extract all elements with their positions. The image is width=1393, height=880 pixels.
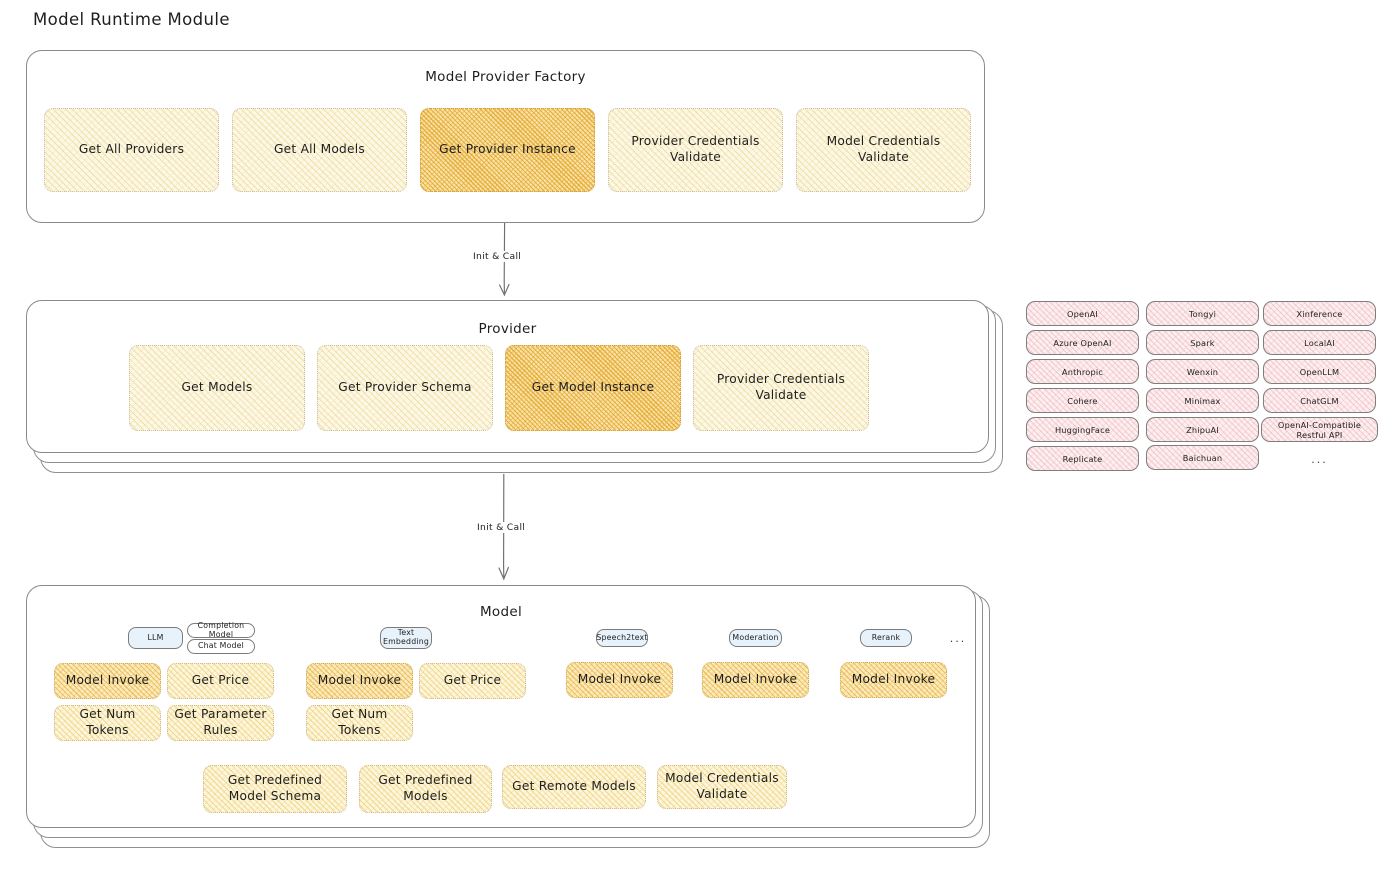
- provider-title: Provider: [478, 321, 537, 337]
- arrow-provider-to-model: [498, 473, 509, 581]
- model-container: [26, 585, 976, 828]
- provider-pill-chatglm[interactable]: ChatGLM: [1263, 388, 1376, 413]
- model-subtype-badge-chat-model[interactable]: Chat Model: [187, 639, 255, 654]
- node-get-provider-schema[interactable]: Get Provider Schema: [317, 345, 493, 431]
- provider-pill-openai-compatible-restful-api[interactable]: OpenAI-Compatible Restful API: [1261, 417, 1378, 442]
- node-get-models[interactable]: Get Models: [129, 345, 305, 431]
- provider-pill-replicate[interactable]: Replicate: [1026, 446, 1139, 471]
- provider-pill-tongyi[interactable]: Tongyi: [1146, 301, 1259, 326]
- provider-list-more-icon: ...: [1311, 453, 1328, 466]
- node-get-all-providers[interactable]: Get All Providers: [44, 108, 219, 192]
- arrow-label-init-call-2: Init & Call: [474, 522, 529, 533]
- provider-pill-xinference[interactable]: Xinference: [1263, 301, 1376, 326]
- node-model-credentials-validate[interactable]: Model Credentials Validate: [657, 765, 787, 809]
- node-get-predefined-model-schema[interactable]: Get Predefined Model Schema: [203, 765, 347, 813]
- node-get-model-instance[interactable]: Get Model Instance: [505, 345, 681, 431]
- node-get-remote-models[interactable]: Get Remote Models: [502, 765, 646, 809]
- node-provider-credentials-validate-factory[interactable]: Provider Credentials Validate: [608, 108, 783, 192]
- model-types-more-icon: ...: [949, 632, 967, 645]
- node-llm-get-num-tokens[interactable]: Get Num Tokens: [54, 705, 161, 741]
- node-text-embedding-get-price[interactable]: Get Price: [419, 663, 526, 699]
- provider-pill-wenxin[interactable]: Wenxin: [1146, 359, 1259, 384]
- node-text-embedding-model-invoke[interactable]: Model Invoke: [306, 663, 413, 699]
- node-get-all-models[interactable]: Get All Models: [232, 108, 407, 192]
- arrow-factory-to-provider: [499, 222, 510, 297]
- node-provider-credentials-validate[interactable]: Provider Credentials Validate: [693, 345, 869, 431]
- model-type-badge-speech2text[interactable]: Speech2text: [596, 629, 648, 647]
- model-type-badge-text-embedding[interactable]: Text Embedding: [380, 627, 432, 649]
- node-rerank-model-invoke[interactable]: Model Invoke: [840, 662, 947, 698]
- provider-pill-huggingface[interactable]: HuggingFace: [1026, 417, 1139, 442]
- provider-pill-baichuan[interactable]: Baichuan: [1146, 445, 1259, 470]
- node-llm-get-price[interactable]: Get Price: [167, 663, 274, 699]
- provider-pill-minimax[interactable]: Minimax: [1146, 388, 1259, 413]
- provider-pill-openai[interactable]: OpenAI: [1026, 301, 1139, 326]
- model-type-badge-moderation[interactable]: Moderation: [729, 629, 782, 647]
- provider-pill-localai[interactable]: LocalAI: [1263, 330, 1376, 355]
- model-type-badge-llm[interactable]: LLM: [128, 627, 183, 649]
- node-get-provider-instance[interactable]: Get Provider Instance: [420, 108, 595, 192]
- model-provider-factory-title: Model Provider Factory: [425, 69, 586, 85]
- provider-pill-azure-openai[interactable]: Azure OpenAI: [1026, 330, 1139, 355]
- provider-pill-zhipuai[interactable]: ZhipuAI: [1146, 417, 1259, 442]
- model-title: Model: [479, 604, 523, 620]
- node-moderation-model-invoke[interactable]: Model Invoke: [702, 662, 809, 698]
- node-text-embedding-get-num-tokens[interactable]: Get Num Tokens: [306, 705, 413, 741]
- model-type-badge-rerank[interactable]: Rerank: [860, 629, 912, 647]
- node-get-predefined-models[interactable]: Get Predefined Models: [359, 765, 492, 813]
- node-llm-get-parameter-rules[interactable]: Get Parameter Rules: [167, 705, 274, 741]
- provider-pill-anthropic[interactable]: Anthropic: [1026, 359, 1139, 384]
- provider-pill-spark[interactable]: Spark: [1146, 330, 1259, 355]
- node-model-credentials-validate-factory[interactable]: Model Credentials Validate: [796, 108, 971, 192]
- provider-pill-openllm[interactable]: OpenLLM: [1263, 359, 1376, 384]
- node-llm-model-invoke[interactable]: Model Invoke: [54, 663, 161, 699]
- model-subtype-badge-completion-model[interactable]: Completion Model: [187, 621, 255, 638]
- page-title: Model Runtime Module: [33, 10, 230, 29]
- arrow-label-init-call-1: Init & Call: [470, 251, 525, 262]
- provider-pill-cohere[interactable]: Cohere: [1026, 388, 1139, 413]
- node-speech2text-model-invoke[interactable]: Model Invoke: [566, 662, 673, 698]
